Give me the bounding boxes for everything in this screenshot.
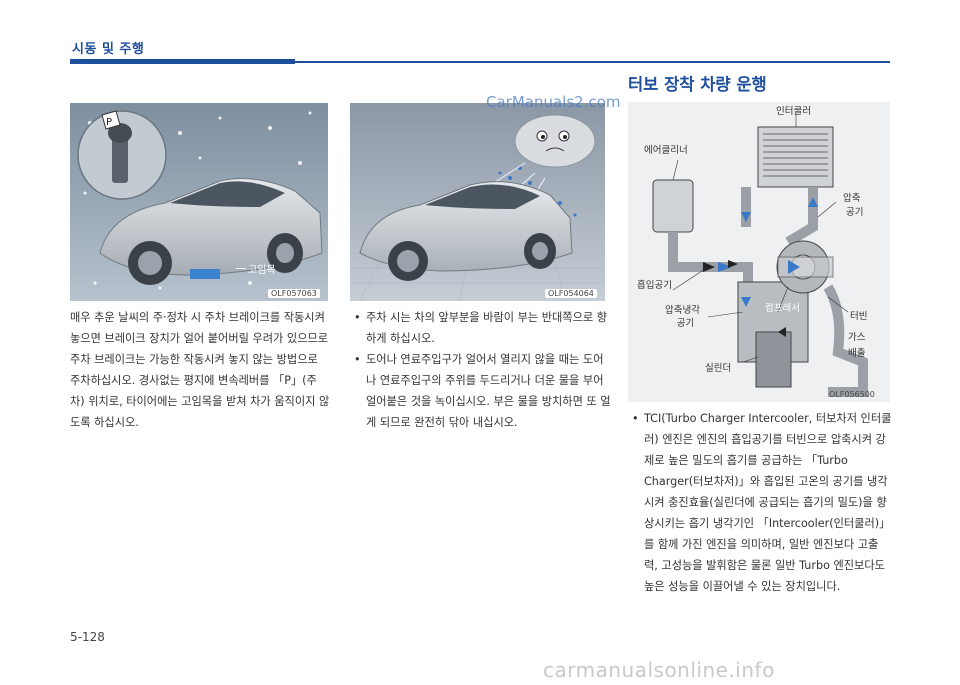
section-title: 시동 및 주행	[72, 42, 145, 57]
section-heading: 터보 장착 차량 운행	[628, 75, 767, 94]
compressed-air-label: 압축 공기	[840, 193, 864, 218]
wind-car-illustration	[350, 103, 605, 301]
winter-parking-tips: 주차 시는 차의 앞부분을 바람이 부는 반대쪽으로 향하게 하십시오. 도어나…	[352, 307, 612, 433]
compressor-label: 컴프레서	[765, 303, 800, 314]
compressed-cooling-label: 압축냉각 공기	[665, 305, 700, 329]
turbine-label: 터빈	[850, 311, 868, 322]
parked-car-illustration: P	[70, 103, 328, 301]
intercooler-label: 인터쿨러	[776, 106, 811, 117]
watermark: CarManuals2.com	[486, 93, 621, 111]
callout-line	[236, 268, 246, 269]
turbo-diagram	[628, 102, 890, 402]
cylinder-label: 실린더	[705, 363, 732, 374]
intake-air-label: 흡입공기	[637, 280, 672, 291]
header-rule-thin	[295, 61, 890, 63]
air-cleaner-label: 에어클리너	[644, 145, 688, 156]
page-number: 5-128	[70, 630, 105, 644]
list-item: TCI(Turbo Charger Intercooler, 터보차저 인터쿨러…	[630, 408, 892, 597]
list-item: 주차 시는 차의 앞부분을 바람이 부는 반대쪽으로 향하게 하십시오.	[352, 307, 612, 349]
figure-code: OLF057063	[268, 289, 320, 298]
wheel-chock-label: 고임목	[248, 265, 276, 276]
header-rule-thick	[70, 59, 295, 64]
list-item: 도어나 연료주입구가 얼어서 열리지 않을 때는 도어나 연료주입구의 주위를 …	[352, 349, 612, 433]
watermark: carmanualsonline.info	[543, 658, 775, 682]
figure-code: OLF054064	[545, 289, 597, 298]
parking-instructions: 매우 추운 날씨의 주·정차 시 주차 브레이크를 작동시켜 놓으면 브레이크 …	[70, 311, 330, 429]
svg-text:P: P	[106, 117, 112, 128]
figure-code: OLF056500	[829, 390, 875, 399]
turbo-description: TCI(Turbo Charger Intercooler, 터보차저 인터쿨러…	[630, 408, 892, 597]
